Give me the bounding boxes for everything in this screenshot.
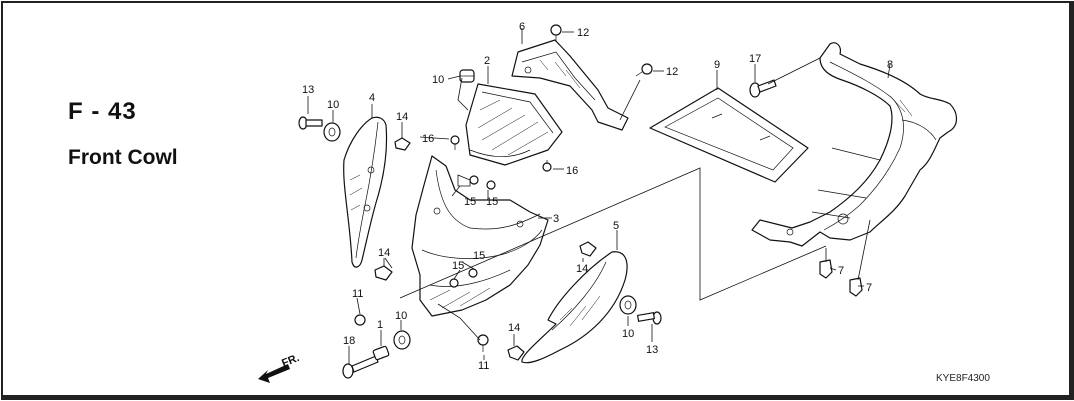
callout-16-right: 16 xyxy=(566,165,578,177)
callout-18: 18 xyxy=(343,335,355,347)
part-17-bolt xyxy=(749,79,777,98)
callout-6: 6 xyxy=(519,21,525,33)
part-11-screw-left xyxy=(354,314,366,326)
part-15-screws xyxy=(449,175,496,288)
callout-7-right: 7 xyxy=(866,282,872,294)
part-11-screw-lower xyxy=(477,334,489,352)
part-10-grommet-lower-left xyxy=(393,330,411,350)
callout-12-upper: 12 xyxy=(577,27,589,39)
leader-lines xyxy=(307,28,891,364)
callout-9: 9 xyxy=(714,59,720,71)
callout-15-lower-right: 15 xyxy=(473,250,485,262)
callout-17: 17 xyxy=(749,53,761,65)
part-12-screw-right xyxy=(635,63,653,77)
part-12-screw-upper xyxy=(550,24,562,42)
part-10-grommet-left xyxy=(323,122,341,142)
callout-2: 2 xyxy=(484,55,490,67)
callout-14-upper: 14 xyxy=(396,111,408,123)
callout-14-bottom: 14 xyxy=(508,322,520,334)
front-direction-arrow-icon: FR. xyxy=(258,352,301,383)
part-10-grommet-upper xyxy=(459,69,475,83)
sheet-code: F - 43 xyxy=(68,98,137,125)
part-16-screw-right xyxy=(542,160,552,172)
callout-8: 8 xyxy=(887,59,893,71)
callout-14-lower-left: 14 xyxy=(378,247,390,259)
callout-10-lower-left: 10 xyxy=(395,310,407,322)
callout-13-right: 13 xyxy=(646,344,658,356)
part-14-clip-lower-left xyxy=(374,265,393,281)
callout-16-left: 16 xyxy=(422,133,434,145)
callout-7-left: 7 xyxy=(838,265,844,277)
part-9-inner-tray xyxy=(649,87,809,183)
callout-15-lower-left: 15 xyxy=(452,260,464,272)
part-13-bolt-right xyxy=(637,311,662,325)
part-14-clip-upper-left xyxy=(394,137,411,151)
callout-3: 3 xyxy=(553,213,559,225)
part-4-left-side-panel xyxy=(343,116,388,268)
callout-11-left: 11 xyxy=(352,288,363,300)
direction-label: FR. xyxy=(280,352,301,370)
callout-4: 4 xyxy=(369,92,375,104)
part-3-front-cowl xyxy=(411,155,549,317)
part-5-right-side-panel xyxy=(521,251,628,364)
sheet-title: Front Cowl xyxy=(68,146,178,169)
part-8-cowl-stay-frame xyxy=(751,42,958,247)
part-2-windscreen xyxy=(465,83,563,166)
part-14-clip-right-upper xyxy=(579,241,597,257)
part-18-bolt xyxy=(342,355,379,379)
part-7-clip-left xyxy=(819,259,833,279)
callout-15-upper-left: 15 xyxy=(464,196,476,208)
callout-15-upper-right: 15 xyxy=(486,196,498,208)
part-10-grommet-right xyxy=(619,295,637,315)
part-6-inner-bracket xyxy=(511,39,629,131)
callout-11-lower: 11 xyxy=(478,360,489,372)
part-13-bolt-left xyxy=(298,116,323,130)
part-14-clip-right-lower xyxy=(507,345,525,361)
part-1-collar xyxy=(372,345,390,361)
callout-12-right: 12 xyxy=(666,66,678,78)
callout-1: 1 xyxy=(377,319,383,331)
callout-14-right: 14 xyxy=(576,263,588,275)
callout-13-left: 13 xyxy=(302,84,314,96)
callout-10-right: 10 xyxy=(622,328,634,340)
callout-10-left: 10 xyxy=(327,99,339,111)
callout-numbers: 13 10 4 14 10 2 16 6 12 12 16 15 15 3 14… xyxy=(302,21,893,372)
drawing-reference-code: KYE8F4300 xyxy=(936,373,990,384)
callout-10-upper: 10 xyxy=(432,74,444,86)
part-7-clip-right xyxy=(849,277,863,297)
callout-5: 5 xyxy=(613,220,619,232)
part-16-screw-left xyxy=(450,135,460,150)
